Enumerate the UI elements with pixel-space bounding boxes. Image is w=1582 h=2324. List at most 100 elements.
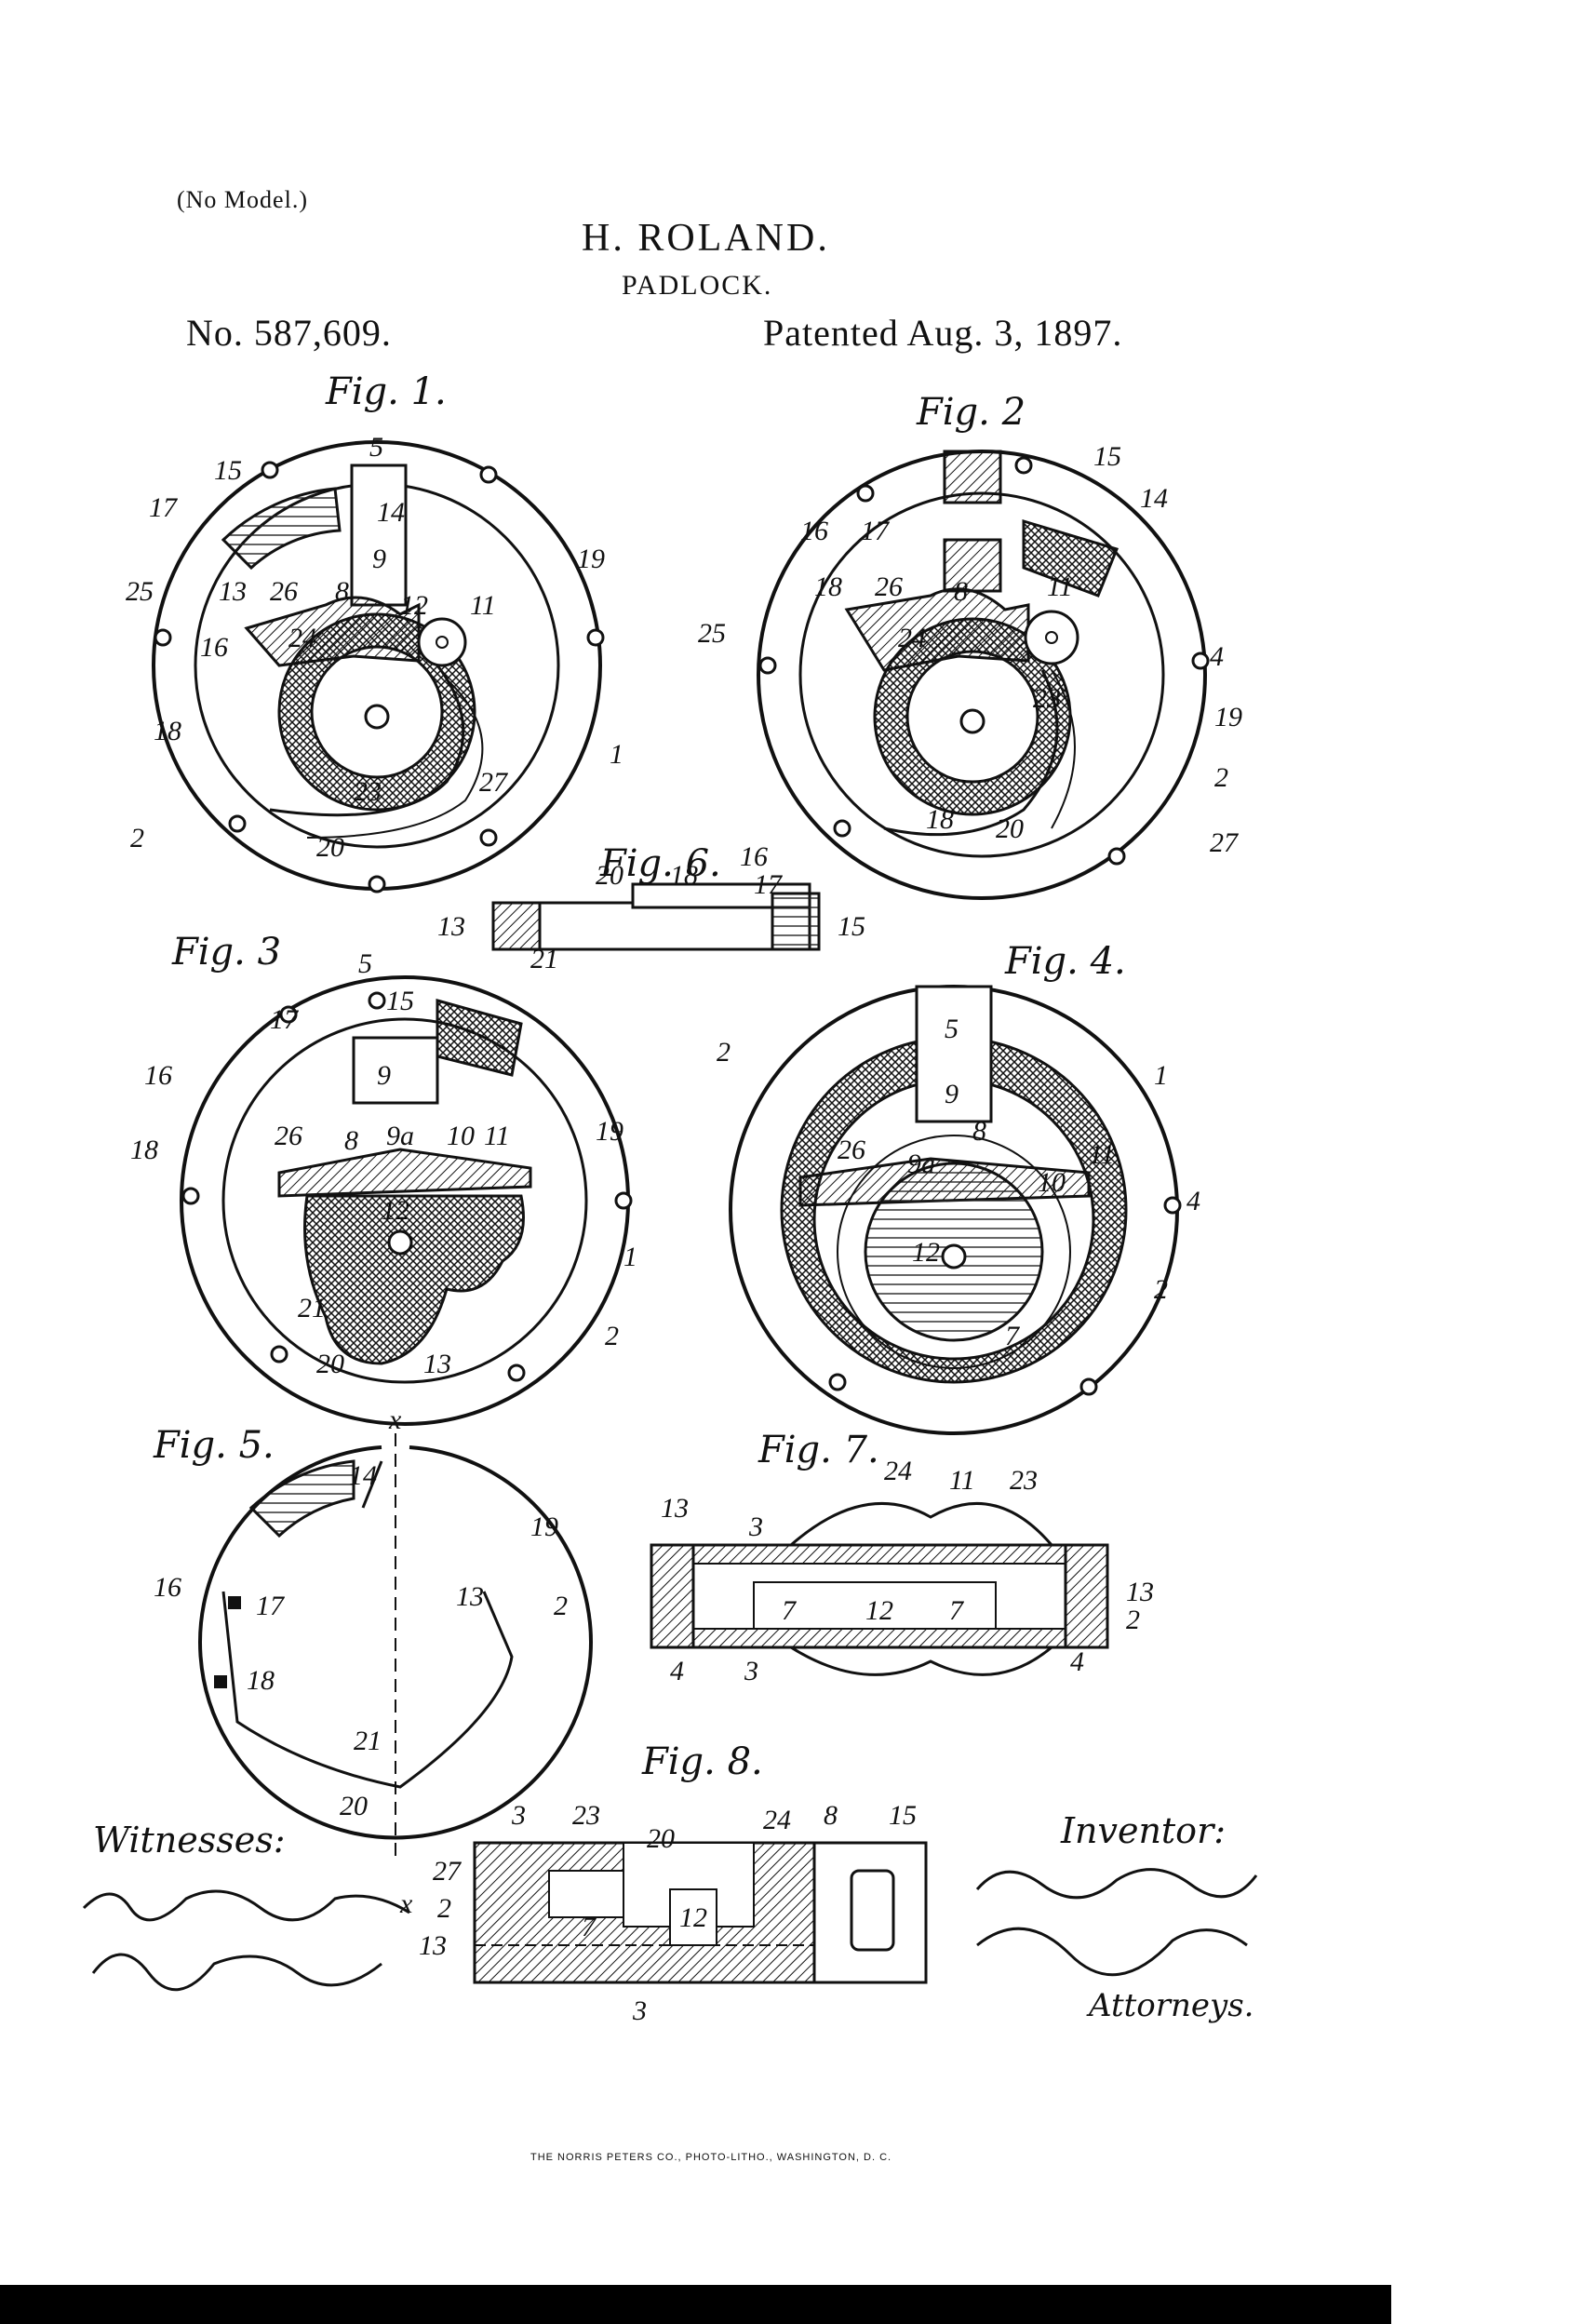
fig4-ref-5: 5 <box>945 1014 959 1044</box>
fig7-ref-11: 11 <box>949 1465 975 1496</box>
fig7-ref-7b: 7 <box>949 1595 965 1626</box>
fig3-ref-16: 16 <box>144 1060 172 1091</box>
fig6-ref-15: 15 <box>838 911 865 942</box>
fig6-ref-17: 17 <box>754 869 784 900</box>
fig1-ref-20: 20 <box>316 832 344 863</box>
fig8-ref-24: 24 <box>763 1805 791 1835</box>
fig4-ref-2b: 2 <box>1154 1274 1168 1305</box>
fig6-ref-21: 21 <box>530 944 558 974</box>
patented-date: Patented Aug. 3, 1897. <box>763 312 1123 354</box>
inventor-label: Inventor: <box>1061 1810 1227 1851</box>
fig2-ref-20: 20 <box>996 813 1024 844</box>
fig6-drawing: 20 18 16 17 13 21 15 <box>437 841 865 974</box>
fig7-ref-4b: 4 <box>1070 1646 1084 1677</box>
fig2-ref-2: 2 <box>1214 762 1228 793</box>
fig3-ref-8: 8 <box>344 1125 358 1156</box>
witnesses-label: Witnesses: <box>93 1820 286 1861</box>
fig1-bolt-24 <box>244 596 421 667</box>
fig1-ref-18: 18 <box>154 716 181 746</box>
fig5-ref-19: 19 <box>530 1511 558 1542</box>
fig7-ref-13b: 13 <box>1126 1577 1154 1607</box>
fig3-ref-18: 18 <box>130 1135 158 1165</box>
fig3-ref-10: 10 <box>447 1121 475 1151</box>
fig5-ref-13: 13 <box>456 1581 484 1612</box>
fig8-ref-13: 13 <box>419 1930 447 1961</box>
printer-credit: THE NORRIS PETERS CO., PHOTO-LITHO., WAS… <box>530 2152 892 2163</box>
fig4-ref-8: 8 <box>972 1116 986 1147</box>
fig1-ref-14: 14 <box>377 497 405 528</box>
fig3-ref-9: 9 <box>377 1060 391 1091</box>
fig8-ref-23: 23 <box>572 1800 600 1831</box>
fig8-label: Fig. 8. <box>642 1740 763 1783</box>
fig6-ref-13: 13 <box>437 911 465 942</box>
fig2-ref-14: 14 <box>1140 483 1168 514</box>
fig4-ref-9: 9 <box>945 1079 959 1109</box>
fig2-ref-16: 16 <box>800 516 828 546</box>
fig2-ref-18: 18 <box>814 571 842 602</box>
fig7-ref-3b: 3 <box>744 1656 758 1686</box>
fig1-ref-26: 26 <box>270 576 298 607</box>
fig3-ref-12: 12 <box>382 1195 409 1226</box>
fig1-ref-8: 8 <box>335 576 349 607</box>
fig3-ref-1: 1 <box>623 1242 637 1272</box>
witness-signatures <box>82 1889 410 1992</box>
fig2-ref-24: 24 <box>898 623 926 653</box>
fig8-ref-15: 15 <box>889 1800 917 1831</box>
fig3-ref-20: 20 <box>316 1349 344 1379</box>
fig1-arc-15 <box>221 487 342 571</box>
fig5-ref-20: 20 <box>340 1791 368 1821</box>
fig2-ref-8: 8 <box>954 576 968 607</box>
fig2-drawing: 15 14 16 17 18 26 8 11 25 24 23 4 19 2 1… <box>698 441 1242 900</box>
fig3-ref-26: 26 <box>275 1121 302 1151</box>
fig4-ref-7: 7 <box>1005 1321 1021 1351</box>
fig3-ref-2: 2 <box>605 1321 619 1351</box>
fig5-ref-21: 21 <box>354 1726 382 1756</box>
fig3-ref-11: 11 <box>484 1121 510 1151</box>
fig1-ref-13: 13 <box>219 576 247 607</box>
fig7-ref-23: 23 <box>1010 1465 1038 1496</box>
fig1-ref-2: 2 <box>130 823 144 853</box>
fig6-ref-16: 16 <box>740 841 768 872</box>
fig7-ref-24: 24 <box>884 1456 912 1486</box>
fig6-label: Fig. 6. <box>600 842 721 885</box>
fig6-ref-18: 18 <box>670 860 698 891</box>
fig3-ref-13: 13 <box>423 1349 451 1379</box>
fig2-ref-23: 23 <box>1033 683 1061 714</box>
fig1-ref-25: 25 <box>126 576 154 607</box>
fig3-ref-19: 19 <box>596 1116 623 1147</box>
fig8-drawing: 3 23 20 24 8 15 27 2 7 12 13 3 x <box>399 1800 928 2026</box>
fig2-ref-19: 19 <box>1214 702 1242 732</box>
patent-title: PADLOCK. <box>622 270 773 301</box>
fig7-drawing: 24 11 23 13 3 13 7 12 7 2 4 3 4 <box>650 1456 1154 1686</box>
fig8-ref-27: 27 <box>433 1856 463 1887</box>
fig2-ref-18b: 18 <box>926 804 954 835</box>
fig1-ref-5: 5 <box>369 432 383 463</box>
fig6-ref-20: 20 <box>596 860 623 891</box>
fig1-ref-16: 16 <box>200 632 228 663</box>
fig5-ref-18: 18 <box>247 1665 275 1696</box>
fig7-ref-13: 13 <box>661 1493 689 1524</box>
fig7-ref-7: 7 <box>782 1595 798 1626</box>
inventor-signature <box>975 1868 1258 1977</box>
fig3-ref-5: 5 <box>358 948 372 979</box>
fig3-ref-21: 21 <box>298 1293 326 1323</box>
fig4-ref-1: 1 <box>1154 1060 1168 1091</box>
fig7-ref-4: 4 <box>670 1656 684 1686</box>
fig1-ref-27: 27 <box>479 767 509 798</box>
fig8-ref-7: 7 <box>582 1912 597 1942</box>
fig8-ref-20: 20 <box>647 1823 675 1854</box>
fig7-label: Fig. 7. <box>758 1429 879 1471</box>
no-model-note: (No Model.) <box>177 186 308 213</box>
fig1-ref-17: 17 <box>149 492 179 523</box>
fig5-label: Fig. 5. <box>154 1424 275 1467</box>
fig4-ref-9a: 9a <box>907 1149 935 1179</box>
fig8-ref-3b: 3 <box>632 1995 647 2026</box>
fig4-ref-4: 4 <box>1186 1186 1200 1216</box>
fig1-ref-12: 12 <box>400 590 428 621</box>
fig5-ref-x: x <box>388 1404 402 1435</box>
fig2-ref-17: 17 <box>861 516 891 546</box>
fig4-ref-10: 10 <box>1038 1167 1066 1198</box>
fig4-drawing: 2 5 9 1 8 26 9a 11 10 4 12 7 2 <box>717 985 1200 1435</box>
fig3-ref-17: 17 <box>270 1004 300 1035</box>
fig4-ref-2: 2 <box>717 1037 731 1068</box>
